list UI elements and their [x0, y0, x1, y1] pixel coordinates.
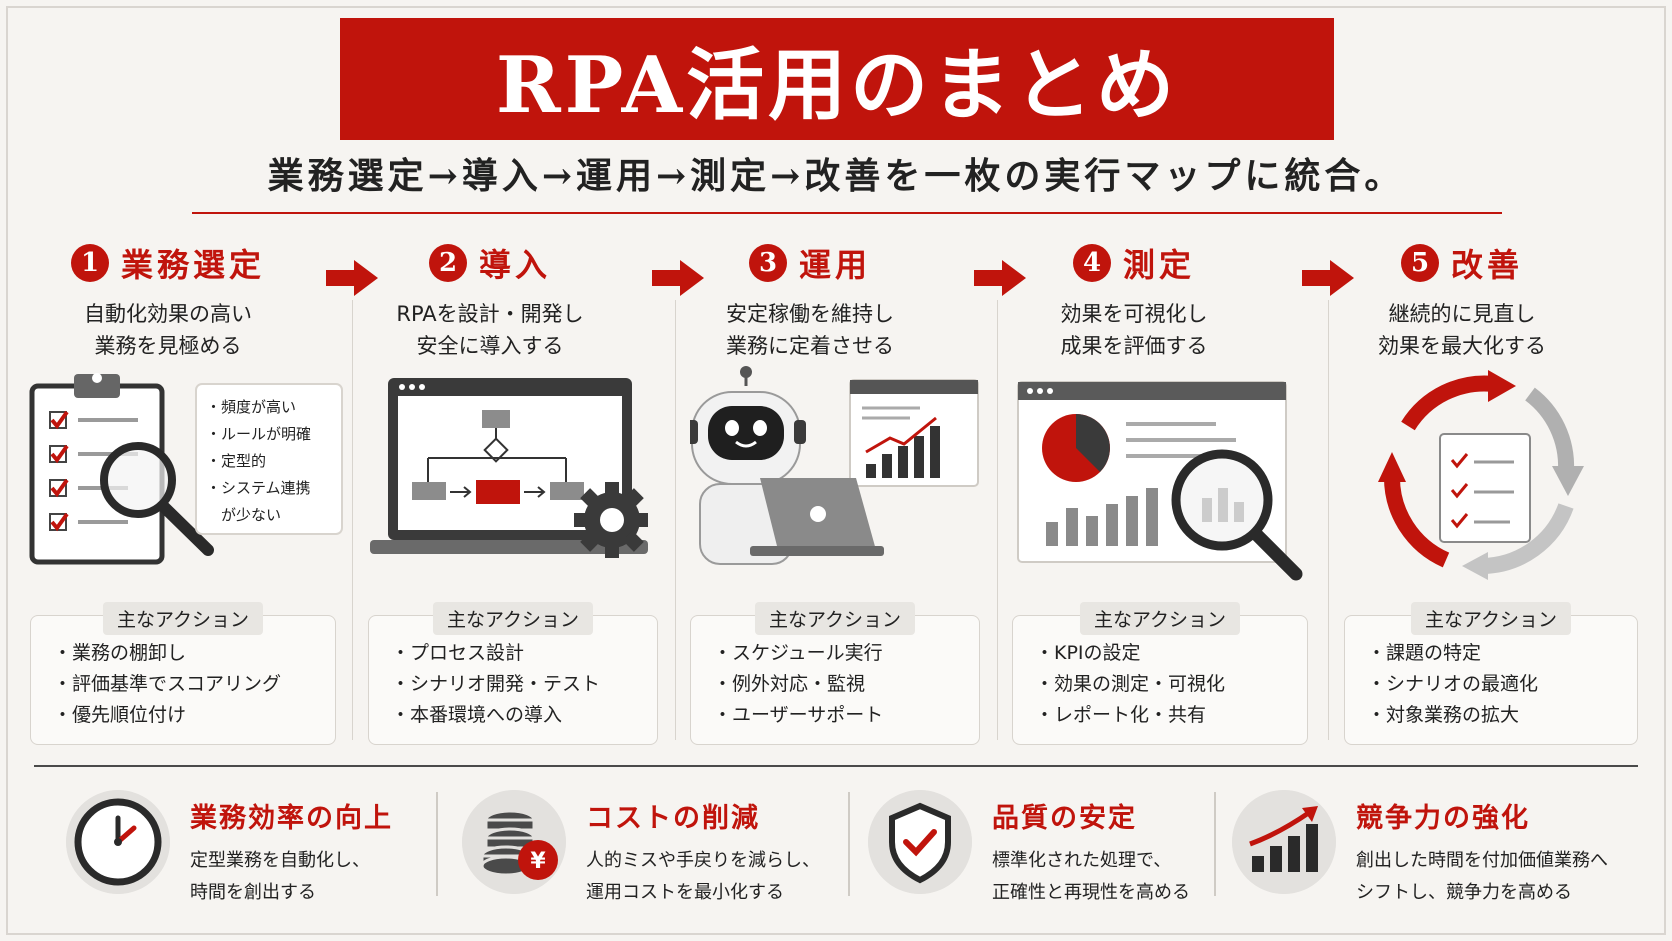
action-box-step-1: 主なアクション 業務の棚卸し 評価基準でスコアリング 優先順位付け: [30, 602, 336, 745]
action-label: 主なアクション: [102, 602, 264, 635]
list-item: 優先順位付け: [53, 700, 335, 731]
criteria-note: ・頻度が高い ・ルールが明確 ・定型的 ・システム連携 が少ない: [206, 394, 311, 529]
page-frame: [6, 6, 1666, 935]
benefit-divider: [436, 792, 438, 896]
step-2: 2 導入 RPAを設計・開発し 安全に導入する: [340, 240, 640, 362]
list-item: KPIの設定: [1035, 638, 1307, 669]
list-item: 本番環境への導入: [391, 700, 657, 731]
arrow-right-icon: [1302, 260, 1354, 296]
robot-operator-icon: [690, 366, 979, 565]
arrow-right-icon: [326, 260, 378, 296]
step-3: 3 運用 安定稼働を維持し 業務に定着させる: [660, 240, 960, 362]
step-description: 効果を可視化し 成果を評価する: [1060, 302, 1208, 358]
page-title: RPA活用のまとめ: [495, 40, 1179, 131]
action-box-step-2: 主なアクション プロセス設計 シナリオ開発・テスト 本番環境への導入: [368, 602, 658, 745]
step-title: 導入: [478, 246, 551, 284]
benefit-quality: 品質の安定 標準化された処理で、 正確性と再現性を高める: [868, 790, 1228, 903]
list-item: 課題の特定: [1367, 638, 1637, 669]
list-item: スケジュール実行: [713, 638, 979, 669]
step-number-badge: 5: [1400, 244, 1439, 282]
step-description: 継続的に見直し 効果を最大化する: [1378, 302, 1546, 358]
step-description: RPAを設計・開発し 安全に導入する: [396, 302, 584, 358]
criteria-item: が少ない: [206, 506, 282, 524]
svg-text:¥: ¥: [530, 849, 546, 874]
step-5: 5 改善 継続的に見直し 効果を最大化する: [1312, 240, 1612, 362]
step-title: 運用: [798, 246, 871, 284]
column-divider: [1328, 300, 1329, 740]
step-1: 1 業務選定 自動化効果の高い 業務を見極める: [18, 240, 318, 362]
list-item: 評価基準でスコアリング: [53, 669, 335, 700]
step-title: 測定: [1122, 246, 1195, 284]
column-divider: [997, 300, 998, 740]
step-title: 改善: [1450, 246, 1523, 284]
step-number-badge: 3: [748, 244, 787, 282]
benefit-description: 人的ミスや手戻りを減らし、 運用コストを最小化する: [586, 850, 820, 903]
list-item: 対象業務の拡大: [1367, 700, 1637, 731]
subtitle-divider: [192, 212, 1502, 214]
action-label: 主なアクション: [754, 602, 916, 635]
section-divider: [34, 765, 1638, 767]
column-divider: [352, 300, 353, 740]
step-description: 自動化効果の高い 業務を見極める: [84, 302, 252, 358]
clipboard-checklist-icon: [29, 373, 343, 565]
benefit-description: 定型業務を自動化し、 時間を創出する: [190, 850, 370, 903]
list-item: シナリオ開発・テスト: [391, 669, 657, 700]
step-description: 安定稼働を維持し 業務に定着させる: [726, 302, 894, 358]
criteria-item: ・頻度が高い: [206, 398, 297, 416]
benefit-title: コストの削減: [586, 803, 760, 834]
list-item: プロセス設計: [391, 638, 657, 669]
laptop-flowchart-icon: [370, 378, 648, 558]
step-number-badge: 2: [428, 244, 467, 282]
page-subtitle: 業務選定→導入→運用→測定→改善を一枚の実行マップに統合。: [267, 155, 1405, 197]
list-item: 例外対応・監視: [713, 669, 979, 700]
benefit-title: 業務効率の向上: [190, 803, 393, 834]
benefit-divider: [1214, 792, 1216, 896]
benefit-description: 創出した時間を付加価値業務へ シフトし、競争力を高める: [1356, 850, 1608, 903]
coins-yen-icon: ¥: [462, 790, 566, 894]
action-box-step-4: 主なアクション KPIの設定 効果の測定・可視化 レポート化・共有: [1012, 602, 1308, 745]
arrow-right-icon: [652, 260, 704, 296]
step-title: 業務選定: [120, 246, 265, 284]
list-item: 効果の測定・可視化: [1035, 669, 1307, 700]
improvement-cycle-icon: [1378, 370, 1584, 580]
list-item: シナリオの最適化: [1367, 669, 1637, 700]
step-number-badge: 1: [70, 244, 109, 282]
action-label: 主なアクション: [1410, 602, 1572, 635]
benefit-divider: [848, 792, 850, 896]
criteria-item: ・定型的: [206, 452, 267, 470]
growth-chart-icon: [1232, 790, 1336, 894]
benefit-title: 品質の安定: [992, 803, 1137, 834]
criteria-item: ・システム連携: [206, 479, 311, 497]
list-item: レポート化・共有: [1035, 700, 1307, 731]
dashboard-magnifier-icon: [1017, 381, 1303, 581]
clock-icon: [66, 790, 170, 894]
arrow-right-icon: [974, 260, 1026, 296]
list-item: 業務の棚卸し: [53, 638, 335, 669]
action-label: 主なアクション: [432, 602, 594, 635]
action-label: 主なアクション: [1079, 602, 1241, 635]
benefit-cost: ¥ コストの削減 人的ミスや手戻りを減らし、 運用コストを最小化する: [462, 790, 842, 903]
step-number-badge: 4: [1072, 244, 1111, 282]
action-box-step-5: 主なアクション 課題の特定 シナリオの最適化 対象業務の拡大: [1344, 602, 1638, 745]
list-item: ユーザーサポート: [713, 700, 979, 731]
step-4: 4 測定 効果を可視化し 成果を評価する: [984, 240, 1284, 362]
shield-check-icon: [868, 790, 972, 894]
benefit-description: 標準化された処理で、 正確性と再現性を高める: [992, 850, 1190, 903]
action-box-step-3: 主なアクション スケジュール実行 例外対応・監視 ユーザーサポート: [690, 602, 980, 745]
criteria-item: ・ルールが明確: [206, 425, 312, 443]
benefit-efficiency: 業務効率の向上 定型業務を自動化し、 時間を創出する: [66, 790, 426, 903]
benefit-competitiveness: 競争力の強化 創出した時間を付加価値業務へ シフトし、競争力を高める: [1232, 790, 1642, 903]
title-banner: RPA活用のまとめ: [340, 18, 1334, 140]
benefit-title: 競争力の強化: [1356, 803, 1530, 834]
column-divider: [675, 300, 676, 740]
